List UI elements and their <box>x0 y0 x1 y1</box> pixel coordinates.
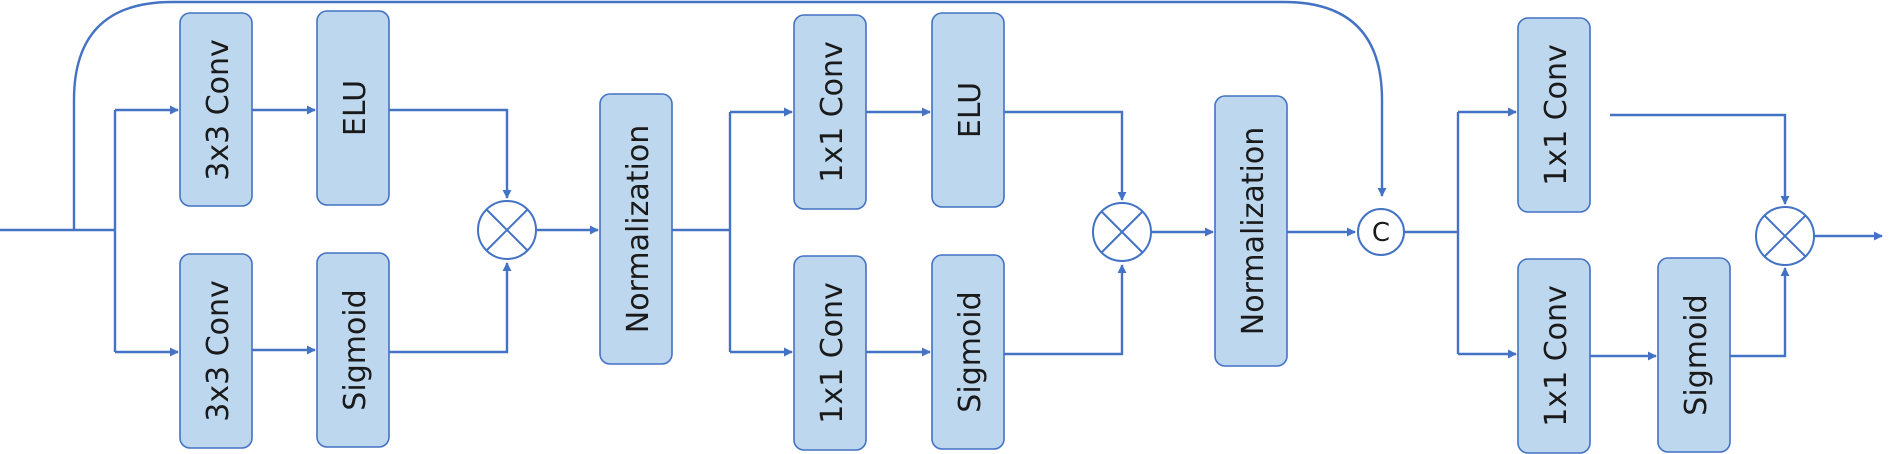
b2-top-act-label: ELU <box>953 82 988 138</box>
b3-bot-act-to-mult <box>1730 267 1790 358</box>
block-b2-top-conv: 1x1 Conv <box>793 14 867 210</box>
b3-bot-conv-label: 1x1 Conv <box>1539 285 1574 427</box>
block-b1-bot-act: Sigmoid <box>316 252 390 448</box>
concat-node: C <box>1357 208 1405 256</box>
block-b3-top-conv: 1x1 Conv <box>1517 17 1591 213</box>
b2-bot-act-to-mult <box>1004 264 1127 356</box>
block-b1-bot-conv: 3x3 Conv <box>179 253 253 449</box>
block-b3-bot-act: Sigmoid <box>1657 257 1731 453</box>
b1-top-act-label: ELU <box>338 80 373 136</box>
block-b2-bot-act: Sigmoid <box>931 254 1005 450</box>
block-norm2: Normalization <box>1214 95 1288 367</box>
multiply-node-3 <box>1755 206 1815 266</box>
block-b1-top-act: ELU <box>316 10 390 206</box>
b3-bot-act-label: Sigmoid <box>1679 294 1714 415</box>
norm1-label: Normalization <box>621 125 656 333</box>
b1-bot-act-to-mult <box>389 262 512 354</box>
b2-bot-conv-label: 1x1 Conv <box>815 282 850 424</box>
b1-top-conv-label: 3x3 Conv <box>201 39 236 181</box>
norm2-label: Normalization <box>1236 127 1271 335</box>
b1-bot-act-label: Sigmoid <box>338 289 373 410</box>
skip-connection <box>72 0 1387 230</box>
connections <box>0 0 1883 361</box>
block-b3-bot-conv: 1x1 Conv <box>1517 258 1591 454</box>
multiply-node-1 <box>477 200 537 260</box>
concat-label: C <box>1372 218 1390 248</box>
b3-top-conv-to-mult <box>1610 113 1790 205</box>
b2-top-conv-label: 1x1 Conv <box>815 41 850 183</box>
b1-top-act-to-mult <box>389 108 512 199</box>
block-b2-top-act: ELU <box>931 12 1005 208</box>
multiply-node-2 <box>1092 202 1152 262</box>
block-norm1: Normalization <box>599 93 673 365</box>
b2-top-act-to-mult <box>1004 110 1127 201</box>
b1-bot-conv-label: 3x3 Conv <box>201 280 236 422</box>
b3-top-conv-label: 1x1 Conv <box>1539 44 1574 186</box>
block-b2-bot-conv: 1x1 Conv <box>793 255 867 451</box>
block-b1-top-conv: 3x3 Conv <box>179 12 253 207</box>
b2-bot-act-label: Sigmoid <box>953 291 988 412</box>
